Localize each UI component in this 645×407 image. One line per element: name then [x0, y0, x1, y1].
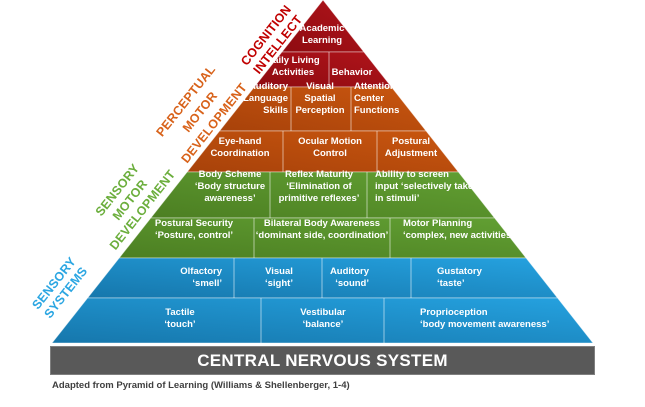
pyramid-cell-olfactory: Olfactory‘smell’ [180, 266, 222, 289]
pyramid-cell-bilateral-body-awareness: Bilateral Body Awareness‘dominant side, … [256, 218, 388, 241]
source-caption: Adapted from Pyramid of Learning (Willia… [52, 380, 350, 391]
pyramid-cell-tactile: Tactile‘touch’ [164, 307, 195, 330]
pyramid-cell-motor-planning: Motor Planning‘complex, new activities’ [403, 218, 514, 241]
central-nervous-system-base: CENTRAL NERVOUS SYSTEM [50, 346, 595, 375]
sensory-systems-row-2-band [51, 297, 594, 344]
pyramid-cell-gustatory: Gustatory‘taste’ [437, 266, 483, 289]
pyramid-cell-proprioception: Proprioception‘body movement awareness’ [420, 307, 549, 330]
pyramid-cell-vestibular: Vestibular‘balance’ [300, 307, 346, 330]
cns-label: CENTRAL NERVOUS SYSTEM [197, 350, 448, 370]
level-sensory-systems: Olfactory‘smell’ Visual‘sight’ Auditory‘so… [51, 257, 594, 344]
pyramid-cell-visual: Visual‘sight’ [265, 266, 293, 289]
pyramid-cell-postural-security: Postural Security‘Posture, control’ [155, 218, 234, 241]
sensory-systems-row-1-band [86, 257, 559, 299]
pyramid-cell-auditory: Auditory‘sound’ [330, 266, 370, 289]
pyramid-cell-behavior: Behavior [332, 67, 373, 78]
